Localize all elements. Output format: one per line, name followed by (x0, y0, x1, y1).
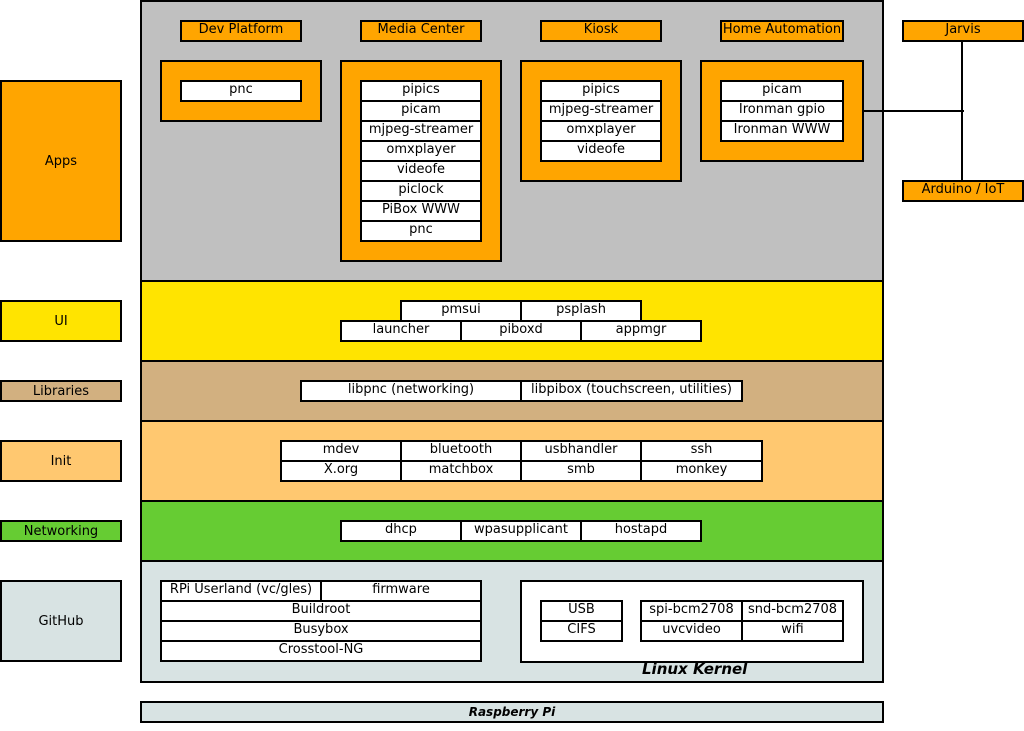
legend-github: GitHub (0, 580, 122, 662)
ui-item: psplash (520, 300, 642, 322)
app-item: piclock (360, 180, 482, 202)
ui-item: appmgr (580, 320, 702, 342)
build-item: RPi Userland (vc/gles) (160, 580, 322, 602)
legend-apps: Apps (0, 80, 122, 242)
external-arduino: Arduino / IoT (902, 180, 1024, 202)
app-title-media-center: Media Center (360, 20, 482, 42)
ui-item: piboxd (460, 320, 582, 342)
app-item: omxplayer (540, 120, 662, 142)
hardware-label: Raspberry Pi (468, 705, 556, 719)
networking-item: dhcp (340, 520, 462, 542)
app-item: pnc (180, 80, 302, 102)
legend-networking: Networking (0, 520, 122, 542)
app-item: videofe (360, 160, 482, 182)
hardware-bar: Raspberry Pi (140, 701, 884, 723)
legend-ui: UI (0, 300, 122, 342)
networking-item: wpasupplicant (460, 520, 582, 542)
legend-init: Init (0, 440, 122, 482)
library-item: libpnc (networking) (300, 380, 522, 402)
legend-ui-label: UI (54, 313, 68, 329)
app-item: Ironman gpio (720, 100, 844, 122)
kernel-title: Linux Kernel (642, 660, 748, 678)
app-item: Ironman WWW (720, 120, 844, 142)
kernel-item: wifi (741, 620, 844, 642)
init-item: monkey (640, 460, 763, 482)
app-item: pipics (540, 80, 662, 102)
app-item: PiBox WWW (360, 200, 482, 222)
kernel-item: CIFS (540, 620, 623, 642)
app-item: mjpeg-streamer (360, 120, 482, 142)
init-item: X.org (280, 460, 402, 482)
kernel-item: snd-bcm2708 (741, 600, 844, 622)
build-item: firmware (320, 580, 482, 602)
app-item: mjpeg-streamer (540, 100, 662, 122)
app-title-dev-platform: Dev Platform (180, 20, 302, 42)
legend-init-label: Init (50, 453, 72, 469)
app-item: pipics (360, 80, 482, 102)
legend-github-label: GitHub (38, 613, 84, 629)
app-item: omxplayer (360, 140, 482, 162)
library-item: libpibox (touchscreen, utilities) (520, 380, 743, 402)
connector-line (961, 40, 963, 182)
external-jarvis: Jarvis (902, 20, 1024, 42)
legend-libraries: Libraries (0, 380, 122, 402)
init-item: matchbox (400, 460, 522, 482)
kernel-item: spi-bcm2708 (640, 600, 743, 622)
app-item: picam (720, 80, 844, 102)
legend-libraries-label: Libraries (32, 383, 90, 399)
app-item: picam (360, 100, 482, 122)
legend-apps-label: Apps (44, 153, 78, 169)
build-item: Crosstool-NG (160, 640, 482, 662)
init-item: bluetooth (400, 440, 522, 462)
kernel-item: USB (540, 600, 623, 622)
ui-item: pmsui (400, 300, 522, 322)
app-item: videofe (540, 140, 662, 162)
init-item: usbhandler (520, 440, 642, 462)
build-item: Busybox (160, 620, 482, 642)
app-title-kiosk: Kiosk (540, 20, 662, 42)
connector-line (864, 110, 964, 112)
networking-item: hostapd (580, 520, 702, 542)
legend-networking-label: Networking (23, 523, 99, 539)
init-item: smb (520, 460, 642, 482)
app-title-home-automation: Home Automation (720, 20, 844, 42)
init-item: mdev (280, 440, 402, 462)
build-item: Buildroot (160, 600, 482, 622)
ui-item: launcher (340, 320, 462, 342)
kernel-item: uvcvideo (640, 620, 743, 642)
init-item: ssh (640, 440, 763, 462)
app-item: pnc (360, 220, 482, 242)
